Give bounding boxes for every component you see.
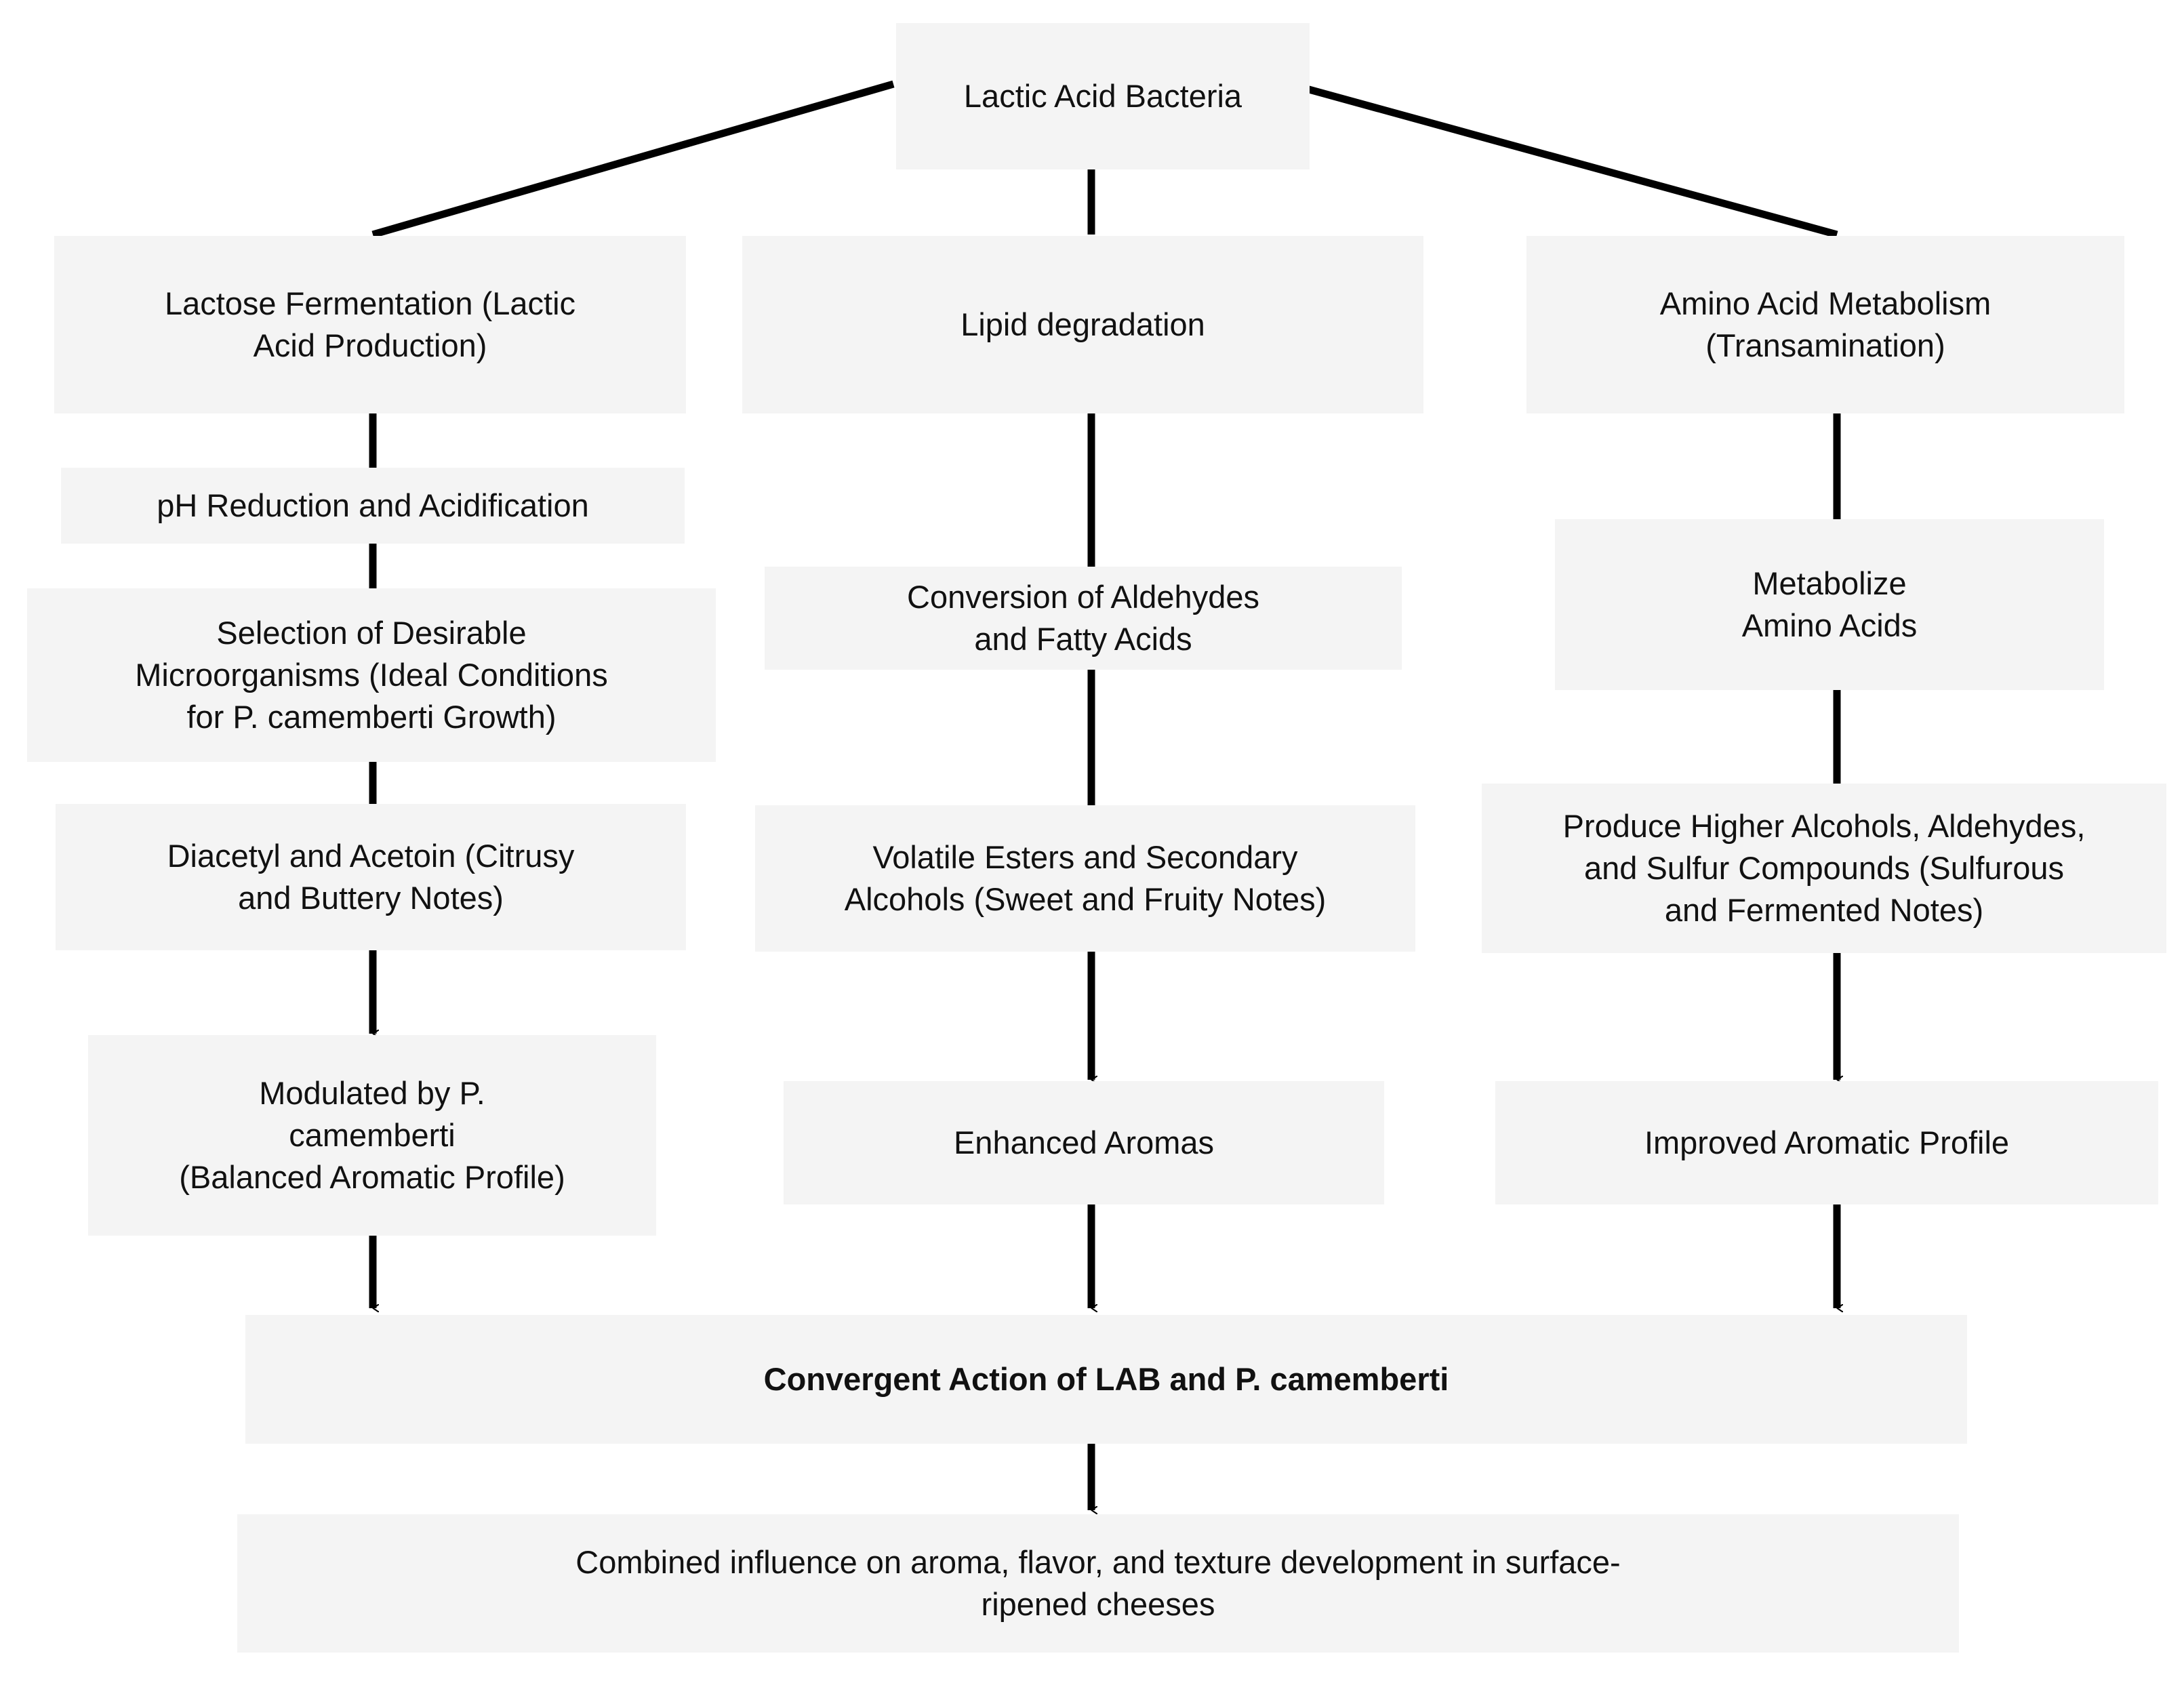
edge-root-to-left1 — [371, 80, 895, 239]
node-enhanced-aromas[interactable]: Enhanced Aromas — [784, 1081, 1384, 1204]
node-lactic-acid-bacteria[interactable]: Lactic Acid Bacteria — [896, 23, 1310, 169]
node-label: Metabolize Amino Acids — [1741, 565, 1918, 643]
node-amino-acid-metabolism[interactable]: Amino Acid Metabolism (Transamination) — [1526, 236, 2124, 413]
node-lactose-fermentation[interactable]: Lactose Fermentation (Lactic Acid Produc… — [54, 236, 686, 413]
node-label: Lactic Acid Bacteria — [963, 77, 1242, 114]
node-label: Produce Higher Alcohols, Aldehydes, and … — [1562, 807, 2086, 929]
node-produce-higher-alcohols[interactable]: Produce Higher Alcohols, Aldehydes, and … — [1482, 784, 2166, 953]
node-diacetyl-and-acetoin[interactable]: Diacetyl and Acetoin (Citrusy and Butter… — [56, 804, 686, 950]
node-metabolize-amino-acids[interactable]: Metabolize Amino Acids — [1555, 519, 2104, 690]
node-selection-of-desirable-microorganisms[interactable]: Selection of Desirable Microorganisms (I… — [27, 588, 716, 762]
node-convergent-action[interactable]: Convergent Action of LAB and P. camember… — [245, 1315, 1967, 1444]
node-ph-reduction[interactable]: pH Reduction and Acidification — [61, 468, 685, 544]
node-label: Conversion of Aldehydes and Fatty Acids — [907, 578, 1259, 657]
node-label: Volatile Esters and Secondary Alcohols (… — [844, 838, 1327, 917]
node-label: Modulated by P. camemberti (Balanced Aro… — [179, 1074, 565, 1196]
node-label: Diacetyl and Acetoin (Citrusy and Butter… — [167, 837, 575, 916]
edge-root-to-right1 — [1288, 80, 1838, 239]
node-modulated-by-p-camemberti[interactable]: Modulated by P. camemberti (Balanced Aro… — [88, 1035, 656, 1236]
node-label: pH Reduction and Acidification — [157, 487, 589, 523]
node-label: Lipid degradation — [960, 306, 1205, 342]
node-lipid-degradation[interactable]: Lipid degradation — [742, 236, 1423, 413]
node-label: Amino Acid Metabolism (Transamination) — [1659, 285, 1991, 363]
node-label: Improved Aromatic Profile — [1644, 1124, 2010, 1160]
node-improved-aromatic-profile[interactable]: Improved Aromatic Profile — [1495, 1081, 2158, 1204]
node-combined-influence-outcome[interactable]: Combined influence on aroma, flavor, and… — [237, 1514, 1959, 1653]
node-conversion-of-aldehydes[interactable]: Conversion of Aldehydes and Fatty Acids — [765, 567, 1402, 670]
node-volatile-esters[interactable]: Volatile Esters and Secondary Alcohols (… — [755, 805, 1415, 952]
node-label: Combined influence on aroma, flavor, and… — [575, 1543, 1621, 1622]
node-label: Convergent Action of LAB and P. camember… — [763, 1360, 1449, 1397]
node-label: Lactose Fermentation (Lactic Acid Produc… — [164, 285, 576, 363]
node-label: Enhanced Aromas — [953, 1124, 1215, 1160]
node-label: Selection of Desirable Microorganisms (I… — [135, 614, 608, 735]
